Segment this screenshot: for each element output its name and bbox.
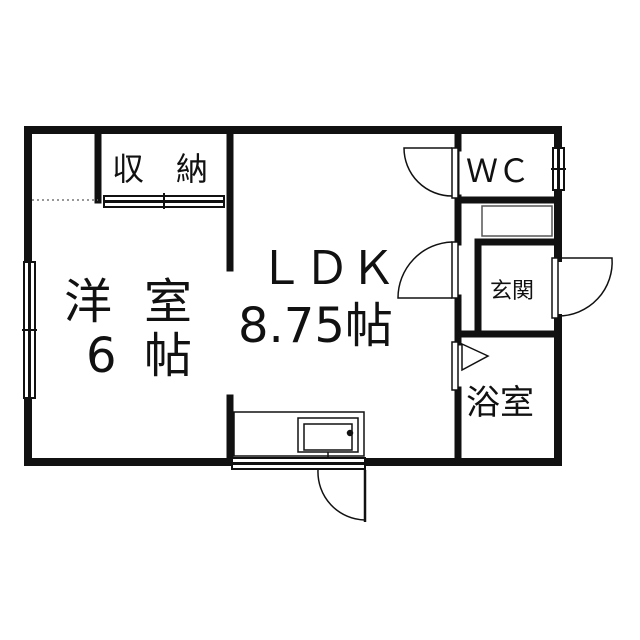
ldk-door xyxy=(397,241,459,299)
western-room-size-unit: 帖 xyxy=(144,328,192,384)
kitchen-counter xyxy=(233,411,365,460)
western-room-size-number: 6 xyxy=(86,328,117,384)
closet-label-char2: 納 xyxy=(176,150,208,188)
western-window xyxy=(22,261,37,399)
ldk-room-size: 8.75帖 xyxy=(238,298,393,354)
entrance-label: 玄関 xyxy=(490,279,534,304)
interior-walls xyxy=(94,126,562,466)
toilet-label: ＷＣ xyxy=(466,152,530,190)
bathroom-label: 浴室 xyxy=(466,383,534,423)
bottom-door xyxy=(317,469,367,522)
wc-door xyxy=(403,147,460,199)
bottom-window xyxy=(231,457,366,470)
closet-sliding-door xyxy=(103,193,225,209)
closet-label-char1: 収 xyxy=(112,150,144,188)
western-room-label-char1: 洋 xyxy=(64,274,112,330)
bath-door xyxy=(451,341,490,391)
wc-window xyxy=(551,147,566,191)
entrance-door xyxy=(551,257,613,319)
western-room-label-char2: 室 xyxy=(144,274,192,330)
shoe-cabinet xyxy=(481,205,553,237)
ldk-room-label: ＬＤＫ xyxy=(258,241,396,295)
